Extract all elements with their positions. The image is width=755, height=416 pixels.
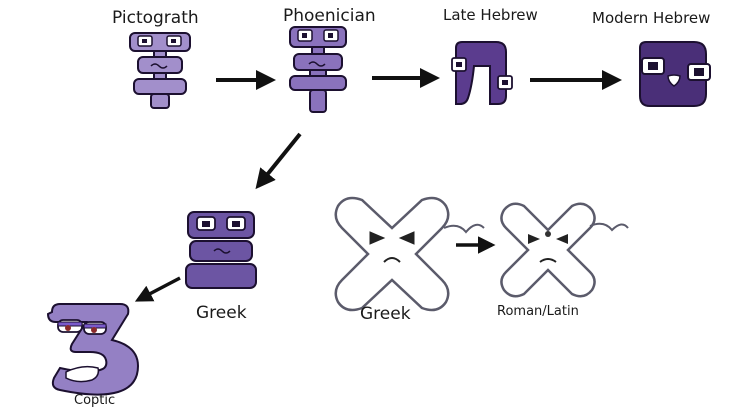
- pictograph-character: [129, 32, 191, 109]
- label-pictograph: Pictograth: [112, 8, 199, 28]
- label-phoenician: Phoenician: [283, 6, 376, 26]
- label-modern-hebrew: Modern Hebrew: [592, 9, 711, 27]
- roman-latin-character: [500, 202, 629, 298]
- label-greek-samekh: Greek: [196, 303, 247, 323]
- greek-chi-character: [334, 196, 485, 312]
- arrow-phoenician-to-greek: [255, 132, 302, 190]
- greek-samekh-character: [185, 211, 257, 289]
- coptic-character: [46, 303, 140, 396]
- label-coptic: Coptic: [74, 393, 116, 408]
- label-greek-chi: Greek: [360, 304, 411, 324]
- arrow-greek-to-coptic: [134, 276, 181, 302]
- phoenician-character: [289, 26, 347, 113]
- label-roman-latin: Roman/Latin: [497, 304, 579, 319]
- late-hebrew-character: [451, 41, 513, 105]
- modern-hebrew-character: [639, 41, 711, 107]
- label-late-hebrew: Late Hebrew: [443, 6, 538, 24]
